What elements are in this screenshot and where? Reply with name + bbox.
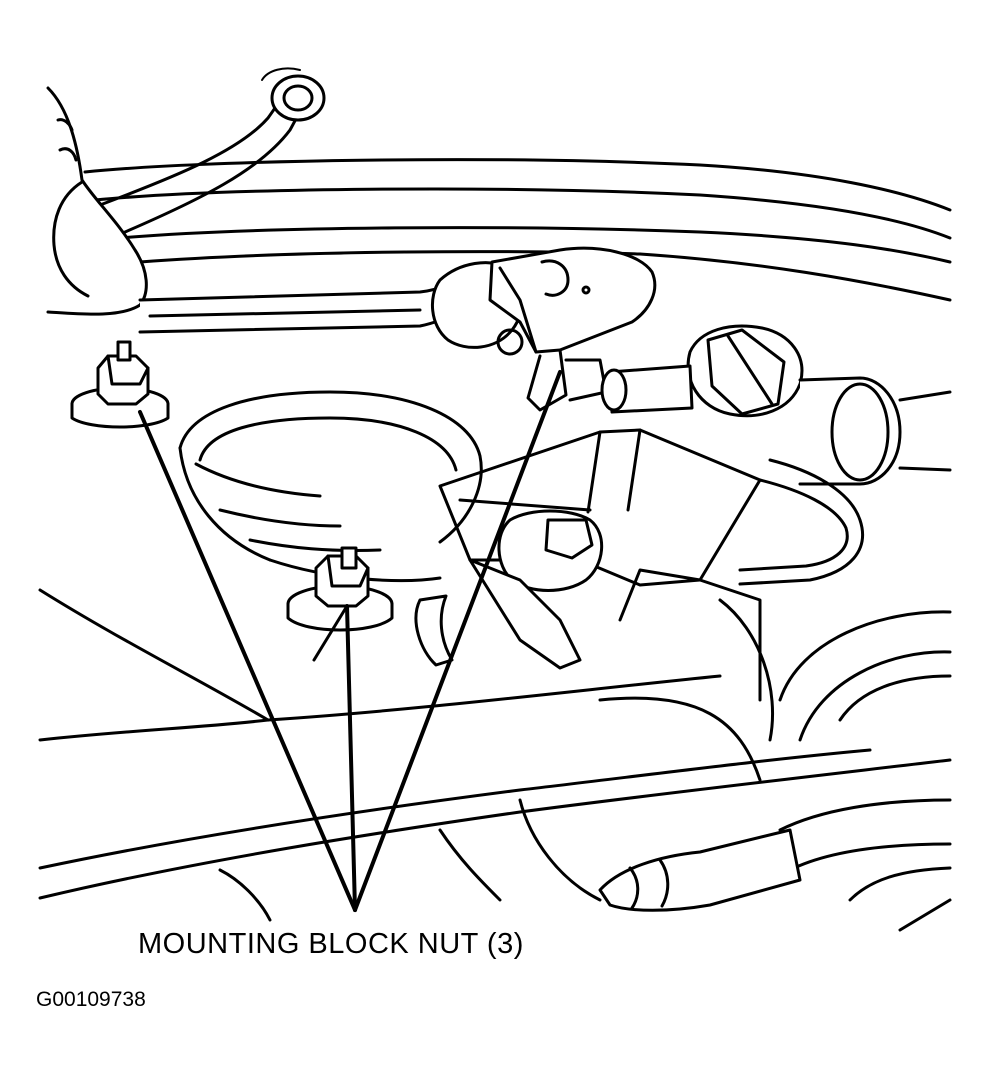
- lower-components: [218, 610, 952, 932]
- sensor-head: [488, 246, 657, 412]
- mounting-nut-left: [70, 340, 170, 429]
- callout-label: MOUNTING BLOCK NUT (3): [138, 928, 524, 960]
- technician-hand: [46, 86, 148, 316]
- callout-leaders: [138, 370, 562, 912]
- figure-id: G00109738: [36, 988, 146, 1011]
- metal-tubing: [698, 458, 865, 702]
- body-panels: [38, 588, 952, 900]
- strut-tower: [178, 390, 483, 583]
- upper-hoses: [83, 158, 952, 302]
- hose-fitting: [600, 324, 952, 486]
- mounting-nut-center: [286, 546, 394, 632]
- mounting-bracket: [414, 428, 762, 670]
- vacuum-line: [98, 67, 326, 237]
- wrench: [138, 261, 524, 356]
